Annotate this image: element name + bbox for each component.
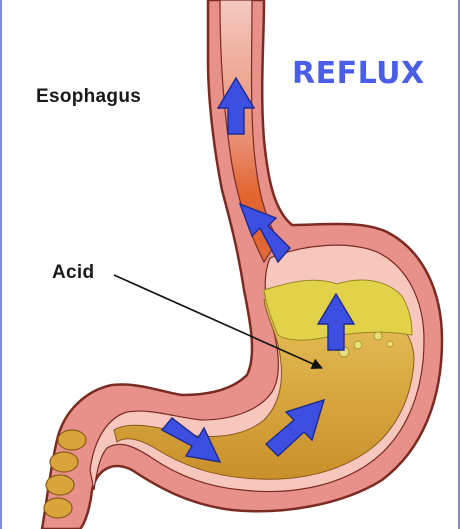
acid-label: Acid [52, 262, 94, 284]
reflux-title: REFLUX [292, 56, 425, 91]
esophagus-label: Esophagus [36, 86, 141, 108]
